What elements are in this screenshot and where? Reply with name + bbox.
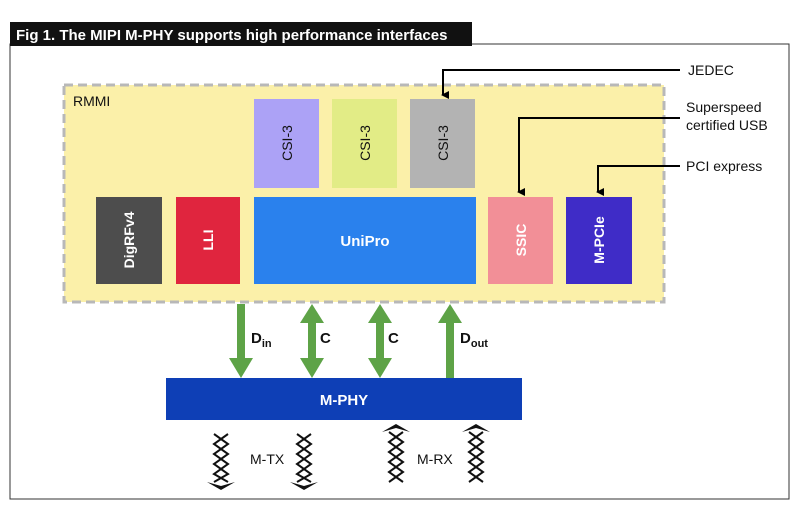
c-arrow-1: [300, 304, 324, 378]
rmmi-label: RMMI: [73, 93, 110, 109]
mtx-label: M-TX: [250, 451, 285, 467]
c-label-2: C: [388, 330, 399, 347]
mtx-lane-left: [207, 433, 235, 490]
din-arrow: [229, 304, 253, 378]
pci-connector: [596, 165, 680, 196]
mrx-lane-left: [382, 424, 410, 483]
mpcie-label: M-PCIe: [591, 216, 607, 264]
csi3-block-2: CSI-3: [332, 99, 397, 188]
ssic-block: SSIC: [488, 197, 553, 284]
mphy-label: M-PHY: [320, 392, 368, 409]
csi3-label-2: CSI-3: [357, 125, 373, 161]
jedec-connector: [441, 69, 680, 99]
din-label: Din: [251, 330, 272, 350]
mpcie-block: M-PCIe: [566, 197, 632, 284]
certified-usb-label: certified USB: [686, 117, 768, 133]
ssic-label: SSIC: [513, 224, 529, 257]
mphy-block: M-PHY: [166, 378, 522, 420]
unipro-label: UniPro: [340, 233, 389, 250]
csi3-block-1: CSI-3: [254, 99, 319, 188]
figure-title-bar: [10, 22, 472, 46]
lli-label: LLI: [200, 230, 216, 251]
dout-arrow: [438, 304, 462, 378]
figure-title: Fig 1. The MIPI M-PHY supports high perf…: [16, 27, 447, 44]
lli-block: LLI: [176, 197, 240, 284]
superspeed-label: Superspeed: [686, 99, 762, 115]
jedec-label: JEDEC: [688, 62, 734, 78]
c-label-1: C: [320, 330, 331, 347]
dout-label: Dout: [460, 330, 488, 350]
csi3-block-3: CSI-3: [410, 99, 475, 188]
digrf-block: DigRFv4: [96, 197, 162, 284]
pci-express-label: PCI express: [686, 158, 762, 174]
csi3-label-3: CSI-3: [435, 125, 451, 161]
mtx-lane-right: [290, 433, 318, 490]
csi3-label-1: CSI-3: [279, 125, 295, 161]
digrf-label: DigRFv4: [121, 211, 137, 268]
c-arrow-2: [368, 304, 392, 378]
mrx-lane-right: [462, 424, 490, 483]
mrx-label: M-RX: [417, 451, 453, 467]
usb-connector: [517, 117, 680, 196]
unipro-block: UniPro: [254, 197, 476, 284]
